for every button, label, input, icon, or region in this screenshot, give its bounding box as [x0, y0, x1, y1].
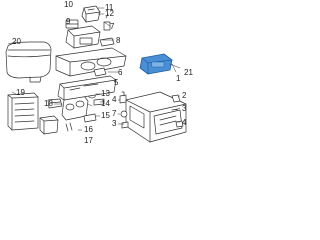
rear-console-panel — [125, 91, 187, 143]
callout-10: 10 — [64, 0, 73, 9]
shifter-trim-parts — [65, 5, 111, 49]
small-clips-right — [119, 91, 184, 129]
storage-bin — [7, 92, 39, 131]
callout-20: 20 — [12, 37, 21, 46]
parts-diagram: 10 11 12 9 7 8 20 6 5 19 13 14 15 18 16 … — [0, 0, 200, 147]
callout-3: 3 — [182, 104, 187, 113]
callout-3-lower: 3 — [112, 119, 117, 128]
bracket-18 — [47, 98, 63, 109]
armrest-lid — [5, 41, 52, 83]
exploded-view-illustration — [5, 5, 187, 143]
callout-7-top: 7 — [110, 22, 115, 31]
callout-13: 13 — [101, 89, 110, 98]
callout-1: 1 — [176, 74, 181, 83]
callout-15: 15 — [101, 111, 110, 120]
callout-2: 2 — [182, 91, 187, 100]
callout-21: 21 — [184, 68, 193, 77]
callout-19: 19 — [16, 88, 25, 97]
leader-lines — [7, 7, 181, 131]
callout-16: 16 — [84, 125, 93, 134]
highlighted-module — [139, 53, 173, 75]
callout-11: 11 — [105, 3, 114, 12]
callout-17: 17 — [84, 136, 93, 145]
callout-4: 4 — [112, 95, 117, 104]
callout-7: 7 — [112, 109, 117, 118]
callout-12: 12 — [105, 9, 114, 18]
callout-4-right: 4 — [182, 118, 187, 127]
callout-14: 14 — [101, 99, 110, 108]
lower-tray — [39, 115, 73, 135]
console-body — [55, 37, 127, 101]
callout-9: 9 — [66, 17, 71, 26]
callout-18: 18 — [44, 99, 53, 108]
callout-6: 6 — [118, 68, 123, 77]
callout-5: 5 — [114, 78, 119, 87]
callout-8: 8 — [116, 36, 121, 45]
